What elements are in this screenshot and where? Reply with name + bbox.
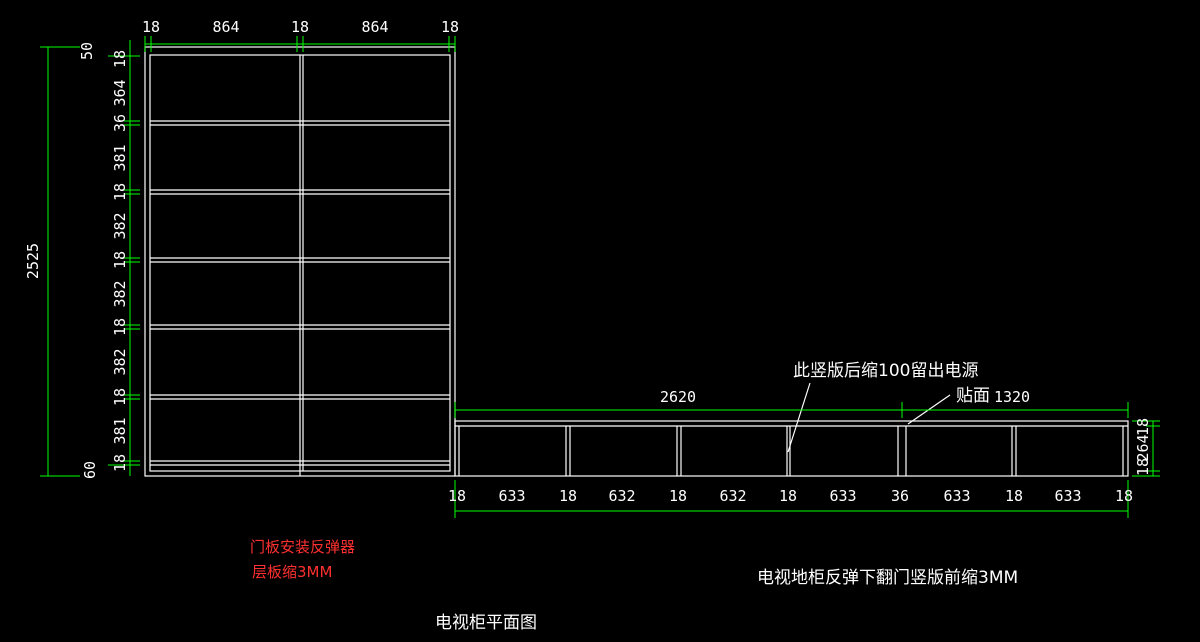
dim-base-total: 2620 bbox=[660, 388, 696, 406]
note-shelf-shrink: 层板缩3MM bbox=[252, 563, 332, 581]
dim-height-10: 382 bbox=[111, 348, 129, 375]
base-cabinet-outer bbox=[454, 420, 1129, 477]
dim-text-top: 18 864 18 864 18 bbox=[142, 18, 459, 36]
dim-height-8: 382 bbox=[111, 280, 129, 307]
dim-height-11: 18 bbox=[111, 388, 129, 406]
leader-line-upright bbox=[787, 382, 811, 453]
dim-base-bottom-0: 18 bbox=[448, 487, 466, 505]
dim-total-height: 2525 bbox=[24, 243, 42, 279]
dim-top-3: 864 bbox=[361, 18, 388, 36]
dim-base-bottom-10: 18 bbox=[1005, 487, 1023, 505]
dim-height-5: 18 bbox=[111, 183, 129, 201]
dim-base-bottom-5: 632 bbox=[719, 487, 746, 505]
dim-base-bottom-4: 18 bbox=[669, 487, 687, 505]
dim-height-12: 381 bbox=[111, 417, 129, 444]
dim-top-2: 18 bbox=[291, 18, 309, 36]
dim-text-base-side: 18 264 18 bbox=[1134, 418, 1152, 476]
dim-height-0: 50 bbox=[78, 42, 96, 60]
dim-height-4: 381 bbox=[111, 144, 129, 171]
dim-base-bottom-7: 633 bbox=[829, 487, 856, 505]
dim-height-7: 18 bbox=[111, 251, 129, 269]
dim-top-4: 18 bbox=[441, 18, 459, 36]
note-tv-base: 电视地柜反弹下翻门竖版前缩3MM bbox=[757, 568, 1018, 588]
dim-height-9: 18 bbox=[111, 318, 129, 336]
dim-height-2: 364 bbox=[111, 79, 129, 106]
tall-cabinet-shelves bbox=[150, 120, 450, 466]
dim-base-bottom-3: 632 bbox=[608, 487, 635, 505]
base-cabinet bbox=[454, 382, 1129, 477]
tall-cabinet bbox=[144, 46, 456, 477]
dim-top-1: 864 bbox=[212, 18, 239, 36]
dimension-lines bbox=[40, 36, 1160, 518]
dim-height-3: 36 bbox=[111, 114, 129, 132]
dim-base-bottom-12: 18 bbox=[1115, 487, 1133, 505]
note-facing: 贴面 bbox=[956, 386, 990, 406]
dim-base-bottom-8: 36 bbox=[891, 487, 909, 505]
dim-base-bottom-11: 633 bbox=[1054, 487, 1081, 505]
drawing-title: 电视柜平面图 bbox=[435, 613, 537, 633]
dim-height-14: 60 bbox=[81, 461, 99, 479]
dim-top-0: 18 bbox=[142, 18, 160, 36]
dim-base-bottom-9: 633 bbox=[943, 487, 970, 505]
dim-base-bottom-1: 633 bbox=[498, 487, 525, 505]
dim-height-13: 18 bbox=[111, 454, 129, 472]
dim-height-6: 382 bbox=[111, 212, 129, 239]
dim-base-side-1: 264 bbox=[1134, 434, 1152, 461]
note-door-rebound: 门板安装反弹器 bbox=[250, 538, 355, 556]
note-upright-power: 此竖版后缩100留出电源 bbox=[793, 361, 978, 381]
dim-base-side-0: 18 bbox=[1134, 418, 1152, 436]
dim-text-base-bottom: 18 633 18 632 18 632 18 633 36 633 18 63… bbox=[448, 487, 1133, 505]
dim-base-side-2: 18 bbox=[1134, 458, 1152, 476]
dim-base-section: 1320 bbox=[994, 388, 1030, 406]
dim-base-bottom-2: 18 bbox=[559, 487, 577, 505]
dim-height-1: 18 bbox=[111, 50, 129, 68]
dim-base-bottom-6: 18 bbox=[779, 487, 797, 505]
dim-text-heights: 50 18 364 36 381 18 382 18 382 18 382 18… bbox=[78, 42, 129, 479]
